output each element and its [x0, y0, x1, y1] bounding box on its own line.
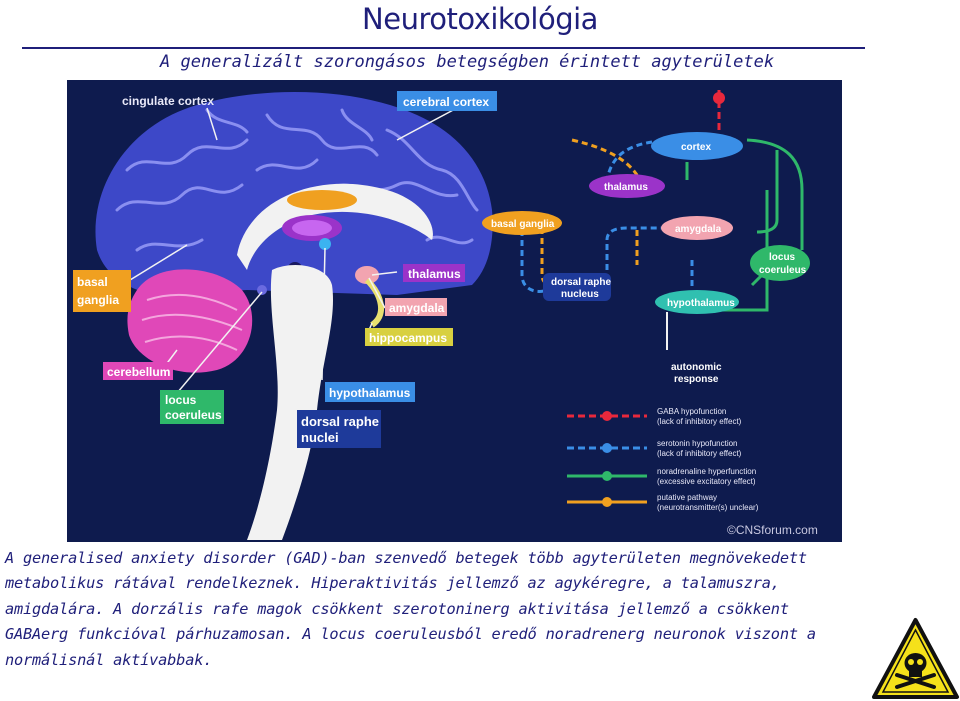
legend-serotonin-2: (lack of inhibitory effect) [657, 449, 742, 458]
label-cerebral-cortex: cerebral cortex [403, 95, 489, 109]
pathway-legend: GABA hypofunction (lack of inhibitory ef… [567, 407, 818, 537]
label-locus-coeruleus-2: coeruleus [165, 408, 222, 422]
node-hypothalamus: hypothalamus [667, 298, 735, 309]
brain-label-group: cingulate cortex cerebral cortex basal g… [73, 91, 497, 448]
legend-putative-2: (neurotransmitter(s) unclear) [657, 503, 759, 512]
slide-subtitle: A generalizált szorongásos betegségben é… [160, 52, 775, 72]
label-thalamus: thalamus [408, 267, 461, 281]
title-divider [22, 47, 865, 49]
node-amygdala: amygdala [675, 224, 722, 235]
label-basal-ganglia-1: basal [77, 275, 108, 289]
legend-noradrenaline-2: (excessive excitatory effect) [657, 477, 756, 486]
gad-brain-figure: cingulate cortex cerebral cortex basal g… [67, 80, 842, 542]
label-locus-coeruleus-1: locus [165, 393, 197, 407]
legend-gaba-2: (lack of inhibitory effect) [657, 417, 742, 426]
body-line-3: amigdalára. A dorzális rafe magok csökke… [5, 599, 789, 618]
body-line-2: metabolikus rátával rendelkeznek. Hipera… [5, 574, 780, 593]
label-hypothalamus: hypothalamus [329, 386, 411, 400]
slide-title: Neurotoxikológia [362, 2, 598, 36]
skull-crossbones-warning-icon [872, 618, 959, 699]
node-basal-ganglia: basal ganglia [491, 219, 555, 230]
node-cortex: cortex [681, 142, 711, 153]
figure-credit: ©CNSforum.com [727, 523, 818, 537]
label-cingulate-cortex: cingulate cortex [122, 94, 214, 108]
pathway-diagram: cortex thalamus basal ganglia amygdala d… [482, 90, 810, 385]
body-line-5: normálisnál aktívabbak. [5, 650, 213, 669]
node-locus-1: locus [769, 252, 796, 263]
body-line-1: A generalised anxiety disorder (GAD)-ban… [5, 549, 807, 567]
node-locus-2: coeruleus [759, 265, 807, 276]
label-dorsal-raphe-2: nuclei [301, 430, 339, 445]
label-basal-ganglia-2: ganglia [77, 293, 119, 307]
body-paragraph: A generalised anxiety disorder (GAD)-ban… [5, 546, 910, 673]
label-cerebellum: cerebellum [107, 365, 170, 379]
label-hippocampus: hippocampus [369, 331, 447, 345]
legend-serotonin-1: serotonin hypofunction [657, 439, 738, 448]
node-dorsal-raphe-2: nucleus [561, 289, 599, 300]
legend-gaba-1: GABA hypofunction [657, 407, 726, 416]
legend-noradrenaline-1: noradrenaline hyperfunction [657, 467, 756, 476]
label-amygdala: amygdala [389, 301, 445, 315]
node-autonomic-1: autonomic [671, 362, 722, 373]
legend-putative-1: putative pathway [657, 493, 717, 502]
body-line-4: GABAerg funkcióval párhuzamosan. A locus… [5, 625, 816, 644]
node-dorsal-raphe-1: dorsal raphe [551, 277, 611, 288]
brain-illustration [95, 92, 493, 540]
label-dorsal-raphe-1: dorsal raphe [301, 414, 379, 429]
node-autonomic-2: response [674, 374, 719, 385]
node-thalamus: thalamus [604, 182, 648, 193]
